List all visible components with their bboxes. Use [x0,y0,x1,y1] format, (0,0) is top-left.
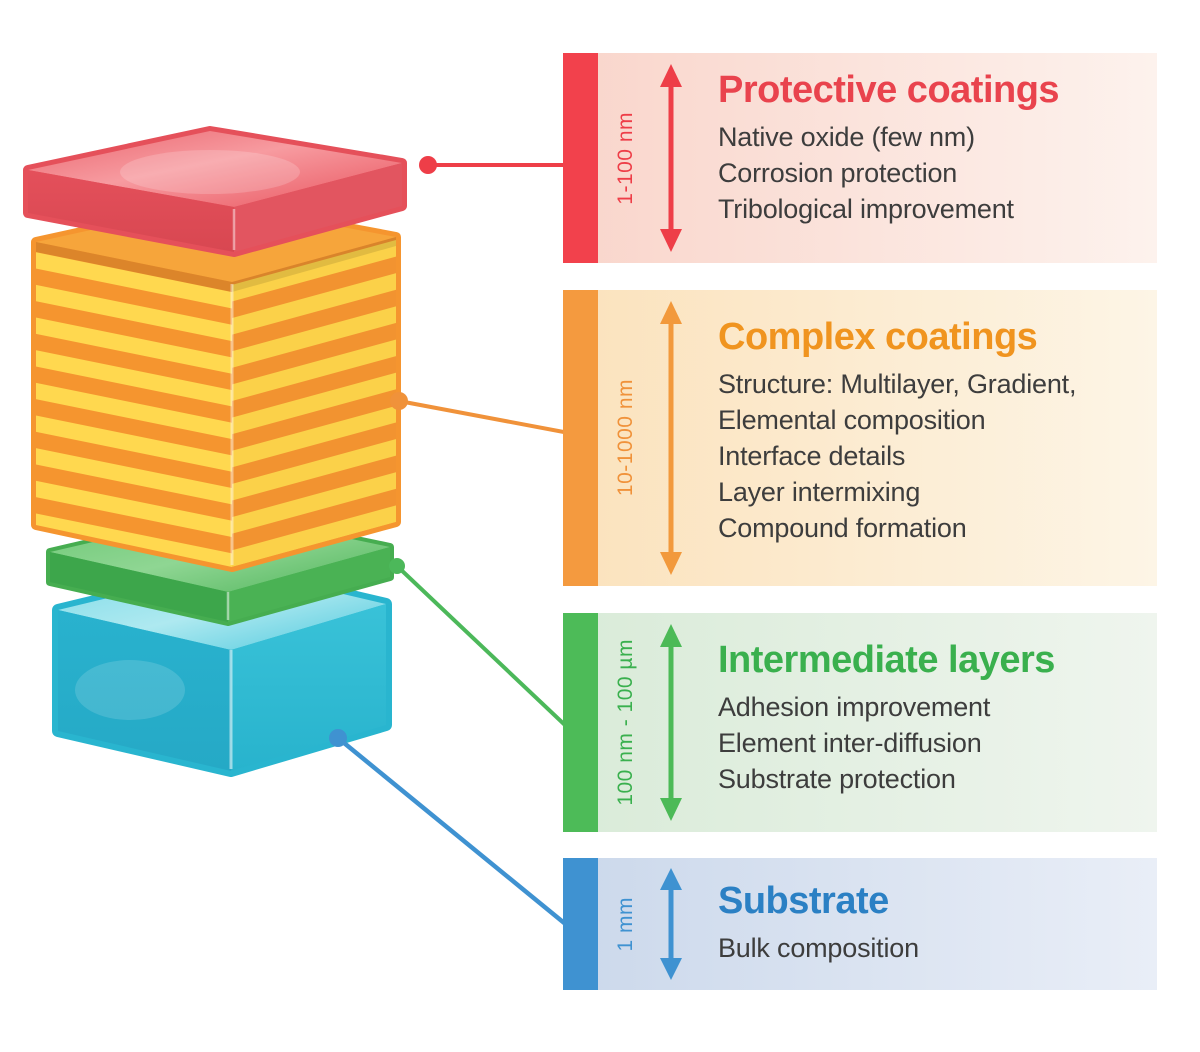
thickness-range-label: 1-100 nm [614,111,637,205]
panel-protective-coatings: 1-100 nm Protective coatings Native oxid… [563,53,1157,263]
leader-protective [419,156,580,174]
panel-line: Bulk composition [718,932,919,963]
panel-line: Compound formation [718,512,967,543]
panel-line: Adhesion improvement [718,691,991,722]
panel-title: Protective coatings [718,69,1060,111]
leader-dot-complex [390,392,408,410]
leader-dot-intermediate [389,558,405,574]
leader-complex [390,392,586,438]
panel-complex-coatings: 10-1000 nm Complex coatings Structure: M… [563,290,1157,586]
panel-title: Intermediate layers [718,639,1055,681]
panel-line: Tribological improvement [718,193,1014,224]
panel-line: Corrosion protection [718,157,958,188]
panel-substrate: 1 mm Substrate Bulk composition [563,858,1157,990]
accent-bar [563,290,598,586]
thickness-range-label: 10-1000 nm [614,379,637,497]
panel-line: Interface details [718,440,906,471]
thickness-arrow [654,613,688,832]
leader-substrate [329,729,587,942]
thickness-arrow [654,858,688,990]
panel-line: Elemental composition [718,404,986,435]
thickness-arrow [654,290,688,586]
panel-title: Complex coatings [718,316,1038,358]
thickness-range-label: 100 nm - 100 µm [614,639,637,806]
panel-line: Native oxide (few nm) [718,121,975,152]
accent-bar [563,858,598,990]
thickness-arrow [654,53,688,263]
panel-intermediate-layers: 100 nm - 100 µm Intermediate layers Adhe… [563,613,1157,832]
panel-line: Substrate protection [718,763,956,794]
accent-bar [563,613,598,832]
panel-line: Element inter-diffusion [718,727,982,758]
panel-title: Substrate [718,880,889,922]
leader-intermediate [389,558,587,746]
leader-dot-substrate [329,729,347,747]
leader-dot-protective [419,156,437,174]
panel-line: Layer intermixing [718,476,921,507]
thickness-range-label: 1 mm [614,896,637,952]
complex-coating-block [31,198,401,572]
panel-line: Structure: Multilayer, Gradient, [718,368,1077,399]
accent-bar [563,53,598,263]
protective-coating-slab [23,126,407,257]
